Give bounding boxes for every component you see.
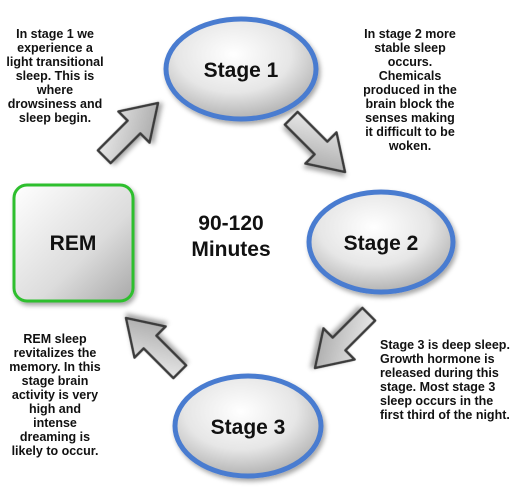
arrow-stage2-to-stage3 (313, 306, 377, 370)
stage-1-description: In stage 1 we experience a light transit… (6, 27, 104, 125)
sleep-cycle-diagram: Stage 1 Stage 2 Stage 3 REM 90-120 Minut… (12, 16, 456, 479)
arrow-stage1-to-stage2 (283, 110, 347, 174)
stage-3-description: Stage 3 is deep sleep. Growth hormone is… (380, 338, 510, 422)
cycle-duration-line1: 90-120 (198, 212, 263, 235)
stage-2-node (306, 189, 456, 295)
stage-2-label: Stage 2 (344, 232, 419, 255)
stage-3-label: Stage 3 (211, 416, 286, 439)
cycle-duration-line2: Minutes (191, 238, 270, 261)
rem-node (12, 183, 135, 303)
rem-description: REM sleep revitalizes the memory. In thi… (9, 332, 101, 458)
rem-label: REM (50, 232, 97, 255)
arrow-rem-to-stage1 (96, 101, 160, 165)
stage-1-node (163, 16, 319, 122)
stage-3-node (172, 373, 324, 479)
arrow-stage3-to-rem (124, 316, 188, 380)
stage-1-label: Stage 1 (204, 59, 279, 82)
stage-2-description: In stage 2 more stable sleep occurs. Che… (363, 27, 457, 153)
